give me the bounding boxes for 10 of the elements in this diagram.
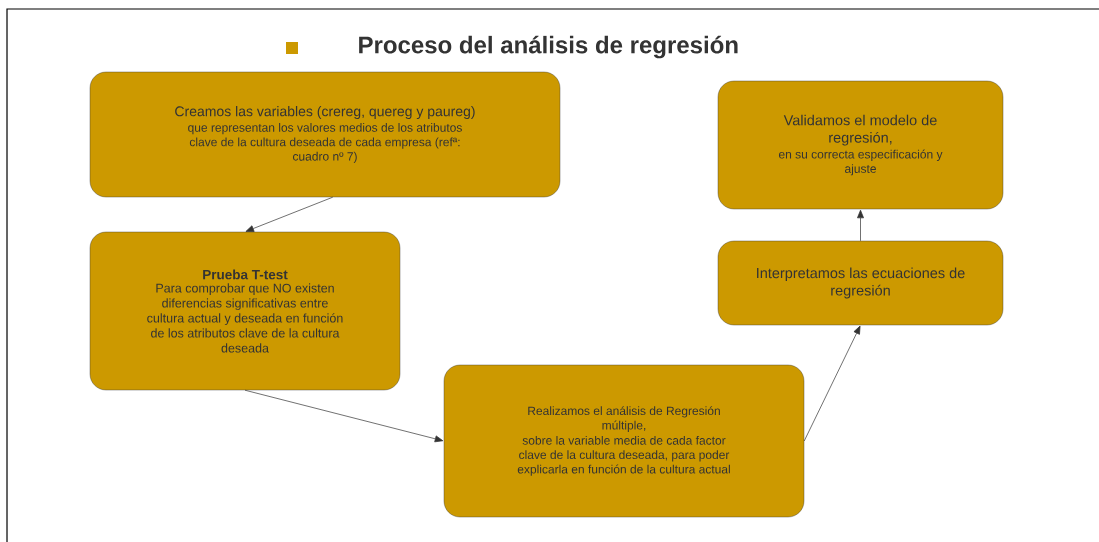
process-box: Interpretamos las ecuaciones de regresión [717, 240, 1004, 326]
arrow [245, 196, 334, 232]
process-box: Creamos las variables (crereg, quereg y paureg) que representan los valores medios de los atributos clave de la cultura deseada de cada empresa (refª: cuadro nº 7) [89, 71, 561, 198]
process-box: Realizamos el análisis de Regresión múltiple, sobre la variable media de cada factor clave de la cultura deseada, para poder explicarla en función de la cultura actual [443, 364, 805, 518]
process-box: Prueba T-test Para comprobar que NO existen diferencias significativas entre cultura actual y deseada en función de los atributos clave de la cultura deseada [89, 231, 401, 391]
process-box: Validamos el modelo de regresión, en su correcta especificación y ajuste [717, 80, 1004, 210]
arrow [857, 209, 864, 242]
arrow [244, 389, 444, 443]
title: Proceso del análisis de regresión [359, 35, 738, 59]
arrow [803, 325, 861, 442]
